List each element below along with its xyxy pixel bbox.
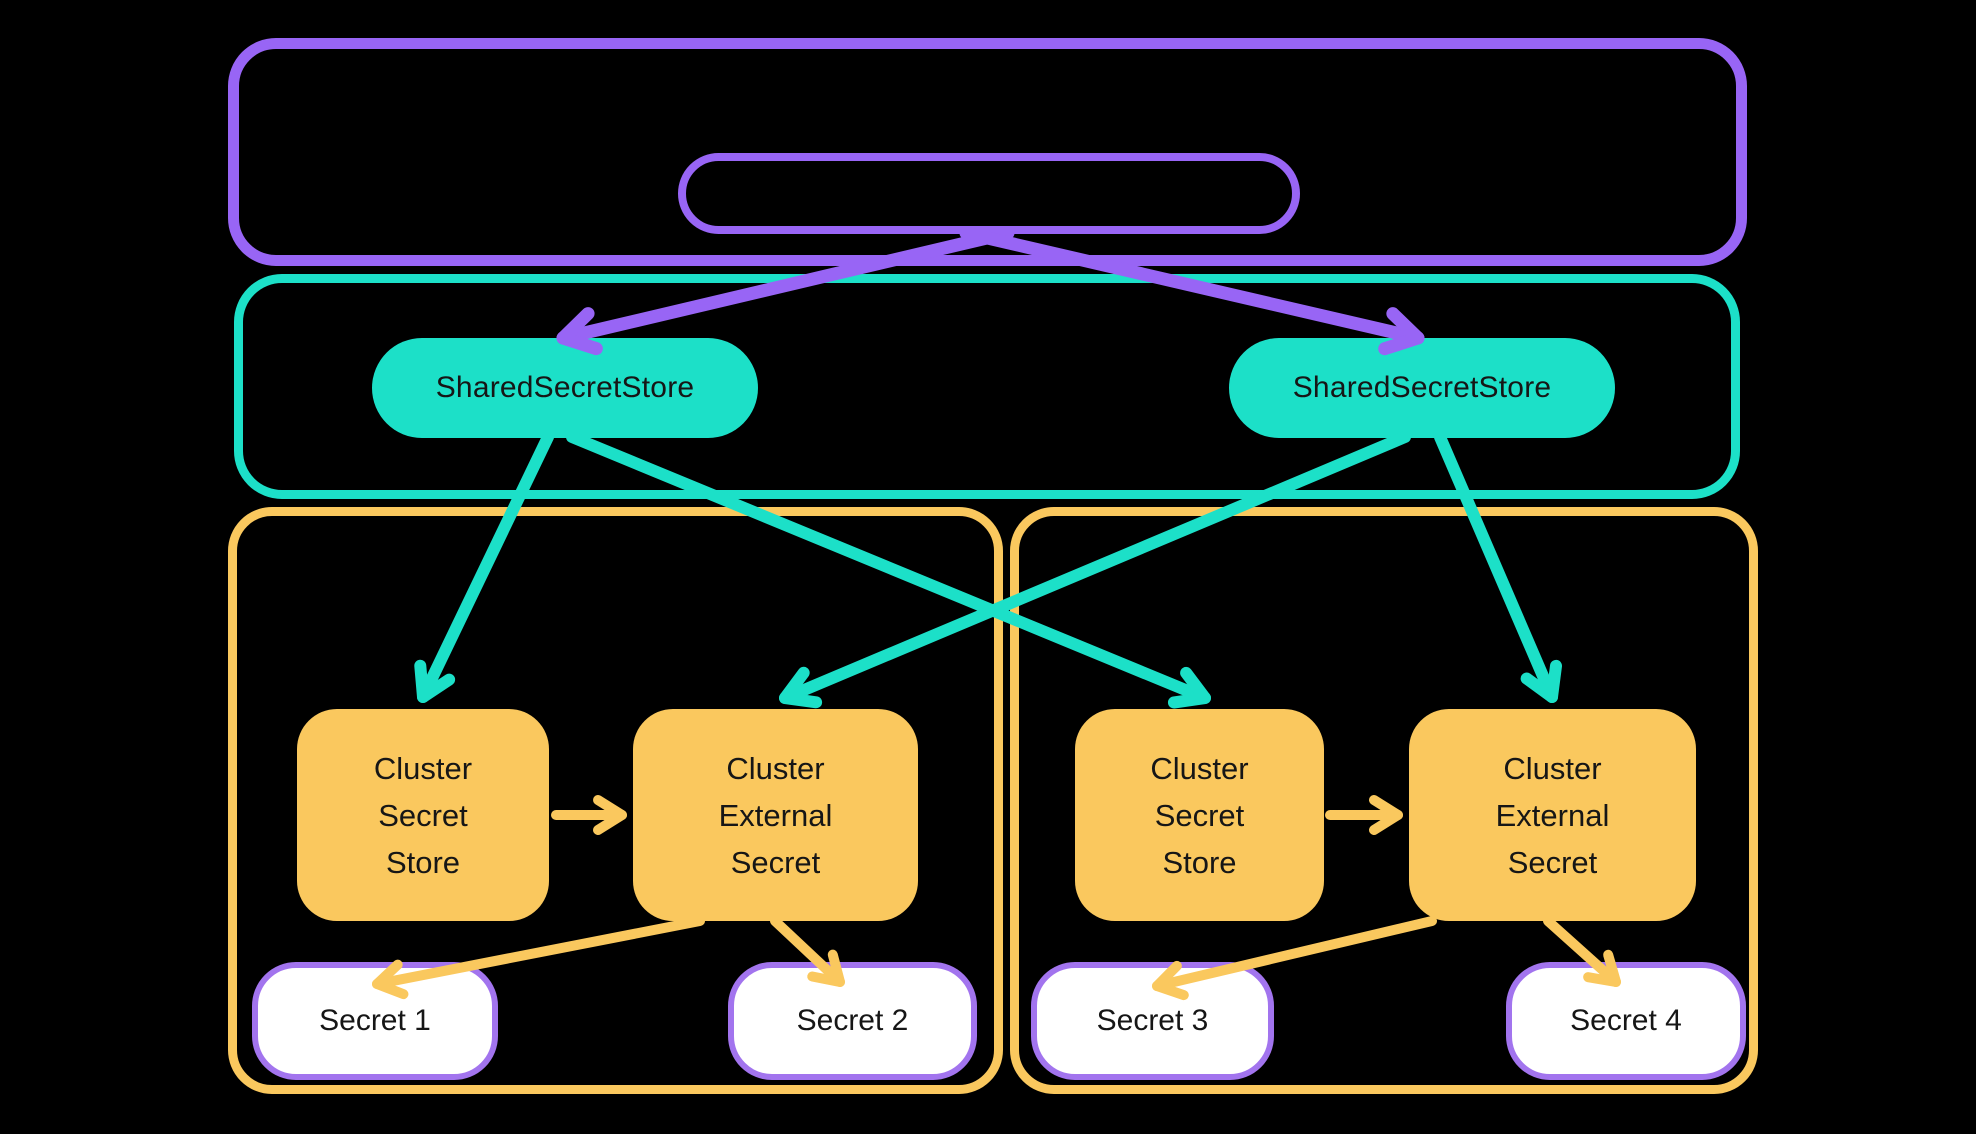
secret-4-label: Secret 4 — [1570, 1004, 1682, 1037]
box-label-line: Cluster — [726, 750, 825, 786]
shared-secret-store-left-label: SharedSecretStore — [435, 371, 695, 404]
secret-2-pill: Secret 2 — [728, 962, 977, 1080]
secret-4-pill: Secret 4 — [1506, 962, 1746, 1080]
box-label-line: Secret — [1507, 844, 1598, 880]
box-label-line: External — [718, 797, 833, 833]
box-label-line: Cluster — [1503, 750, 1602, 786]
shared-secret-store-left: SharedSecretStore — [372, 338, 758, 438]
box-label-line: Store — [1162, 844, 1237, 880]
cluster-1-secret-store-box: Cluster Secret Store — [297, 709, 549, 921]
box-label-line: Store — [385, 844, 461, 880]
box-label-line: Secret — [730, 844, 821, 880]
secret-1-pill: Secret 1 — [252, 962, 498, 1080]
shared-secret-store-right-label: SharedSecretStore — [1292, 371, 1552, 404]
cluster-2-secret-store-box: Cluster Secret Store — [1075, 709, 1324, 921]
shared-secret-store-right: SharedSecretStore — [1229, 338, 1615, 438]
box-label-line: Cluster — [373, 750, 473, 786]
box-label-line: Cluster — [1150, 750, 1249, 786]
secret-3-pill: Secret 3 — [1031, 962, 1274, 1080]
secret-3-label: Secret 3 — [1096, 1004, 1209, 1037]
box-label-line: Secret — [378, 797, 468, 833]
box-label-line: External — [1495, 797, 1610, 833]
cluster-2-external-secret-box: Cluster External Secret — [1409, 709, 1696, 921]
box-label-line: Secret — [1154, 797, 1245, 833]
secret-1-label: Secret 1 — [319, 1004, 431, 1037]
cluster-1-external-secret-box: Cluster External Secret — [633, 709, 918, 921]
management-pill — [678, 153, 1300, 234]
secret-2-label: Secret 2 — [796, 1004, 909, 1037]
